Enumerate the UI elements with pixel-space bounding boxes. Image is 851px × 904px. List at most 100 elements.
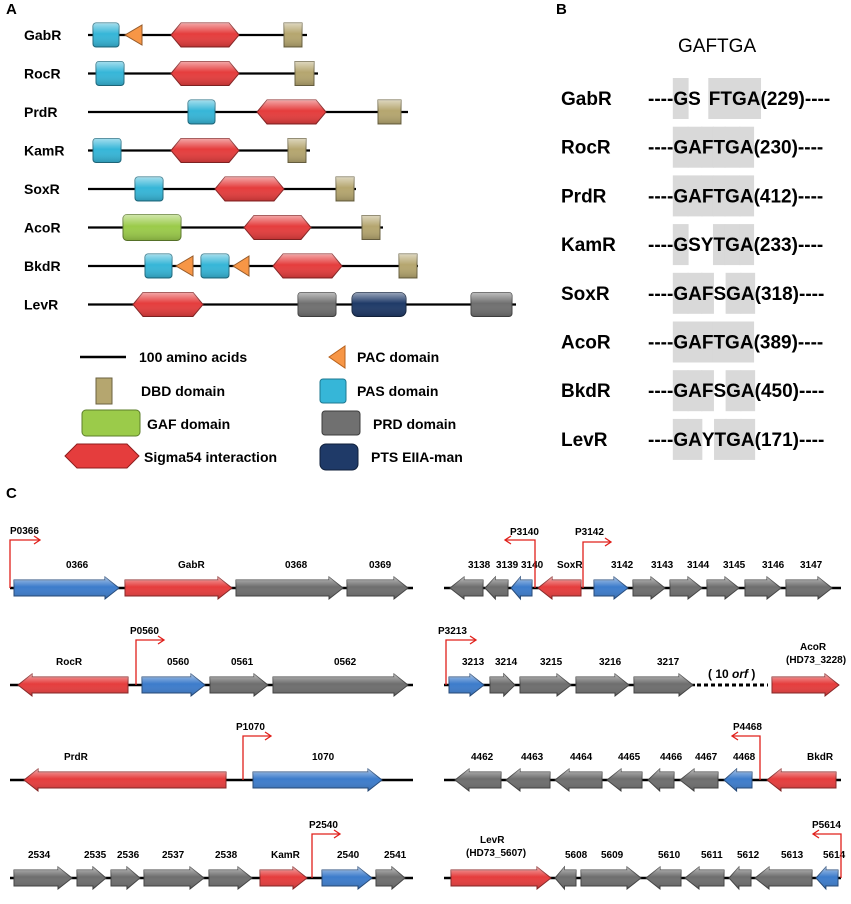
motif-residue: S [713, 284, 726, 305]
promoter-arrowhead [469, 635, 478, 645]
promoter-arrowhead [33, 535, 42, 545]
motif-residue: G [725, 138, 740, 159]
motif-residue-highlight [672, 418, 689, 460]
motif-residue-highlight [672, 321, 689, 363]
gene-3143: 3143 [632, 560, 674, 601]
gene-2540: 2540 [321, 850, 373, 891]
motif-highlights [672, 370, 756, 412]
gene-arrow-shade [260, 867, 307, 889]
motif-residue: G [673, 333, 688, 354]
gene-4467: 4467 [679, 752, 719, 793]
motif-protein-name: LevR [561, 430, 608, 451]
gene-3142: 3142 [593, 560, 634, 601]
motif-residue-highlight [672, 370, 689, 412]
pac-domain [232, 255, 250, 277]
promoter-label: P2540 [309, 820, 338, 831]
panel-letter-c: C [6, 485, 17, 502]
gene-label: 2534 [28, 850, 51, 861]
promoter-arrowhead [264, 731, 273, 741]
motif-suffix: ---- [799, 284, 824, 305]
motif-residue: G [673, 235, 688, 256]
gene-label: 3138 [468, 560, 491, 571]
motif-residue: A [747, 89, 761, 110]
gene-2541: 2541 [375, 850, 407, 891]
gene-label: 2536 [117, 850, 140, 861]
gene-label: LevR [480, 835, 505, 846]
dbd-domain-shade [284, 23, 302, 47]
legend-prd-label: PRD domain [373, 416, 456, 432]
motif-residue-highlight [712, 224, 726, 266]
pac-domain [124, 24, 143, 46]
gene-3139: 3139 [484, 560, 519, 601]
protein-bkdr: BkdR [24, 253, 418, 279]
protein-name: RocR [24, 66, 61, 82]
gene-5612: 5612 [728, 850, 760, 891]
gene-arrow-shade [18, 674, 128, 696]
gene-arrow-shade [125, 577, 232, 599]
gene-3140: 3140 [510, 560, 544, 601]
gene-5609: 5609 [580, 850, 642, 891]
gaf-domain-shade [123, 214, 181, 241]
gene-label: 3214 [495, 657, 518, 668]
legend-pas-label: PAS domain [357, 383, 438, 399]
gene-soxr: SoxR [537, 560, 583, 601]
gene-label: 0560 [167, 657, 190, 668]
motif-residue: A [741, 381, 755, 402]
motif-residue: T [720, 89, 732, 110]
motif-residue: G [725, 186, 740, 207]
gene-label: 4465 [618, 752, 641, 763]
gene-label: GabR [178, 560, 205, 571]
gap-label: ( 10 orf ) [708, 667, 755, 681]
gene-arrow-shade [745, 577, 781, 599]
gene-arrow-shade [648, 769, 674, 791]
gene-label: 3140 [521, 560, 544, 571]
gene-arrow-shade [322, 867, 372, 889]
motif-residue: G [673, 89, 688, 110]
motif-residue-highlight [724, 175, 741, 217]
sigma54-domain-shade [171, 138, 239, 163]
motif-residue-highlight [672, 175, 689, 217]
dbd-domain-shade [399, 254, 417, 278]
motif-residue-highlight [714, 418, 727, 460]
motif-prefix: ---- [648, 89, 673, 110]
motif-suffix: ---- [798, 235, 823, 256]
gene-0562: 0562 [272, 657, 409, 698]
motif-residue: G [726, 381, 741, 402]
gene-arrow-shade [485, 577, 508, 599]
motif-residue: F [702, 381, 714, 402]
gene-arrow-shade [111, 867, 140, 889]
pac-domain [175, 255, 194, 277]
gene-0561: 0561 [209, 657, 269, 698]
motif-position: (412) [754, 186, 798, 207]
domain-legend: 100 amino acids DBD domain GAF domain Si… [64, 345, 463, 471]
motif-residue-highlight [672, 78, 689, 119]
protein-kamr: KamR [24, 138, 310, 163]
promoter-label: P3142 [575, 527, 604, 538]
motif-residue-highlight [740, 272, 756, 314]
motif-protein-name: PrdR [561, 186, 607, 207]
motif-residue: F [702, 186, 714, 207]
pas-domain-shade [188, 100, 215, 124]
gene-label: KamR [271, 850, 301, 861]
gene-4466: 4466 [647, 752, 683, 793]
motif-residue-highlight [672, 224, 689, 266]
motif-suffix: ---- [805, 89, 830, 110]
dbd-domain-shade [336, 177, 354, 201]
gene-5608: 5608 [554, 850, 588, 891]
gene-arrow-shade [451, 867, 551, 889]
promoter-p0366: P0366 [9, 526, 42, 588]
gene-label: 4464 [570, 752, 593, 763]
gene-3138: 3138 [449, 560, 491, 601]
gene-label: 3216 [599, 657, 622, 668]
gene-arrow-shade [634, 674, 693, 696]
motif-protein-name: KamR [561, 235, 616, 256]
gene-0369: 0369 [346, 560, 409, 601]
gene-label: 0368 [285, 560, 308, 571]
prd-domain-shade [471, 292, 512, 317]
gene-2536: 2536 [110, 850, 141, 891]
